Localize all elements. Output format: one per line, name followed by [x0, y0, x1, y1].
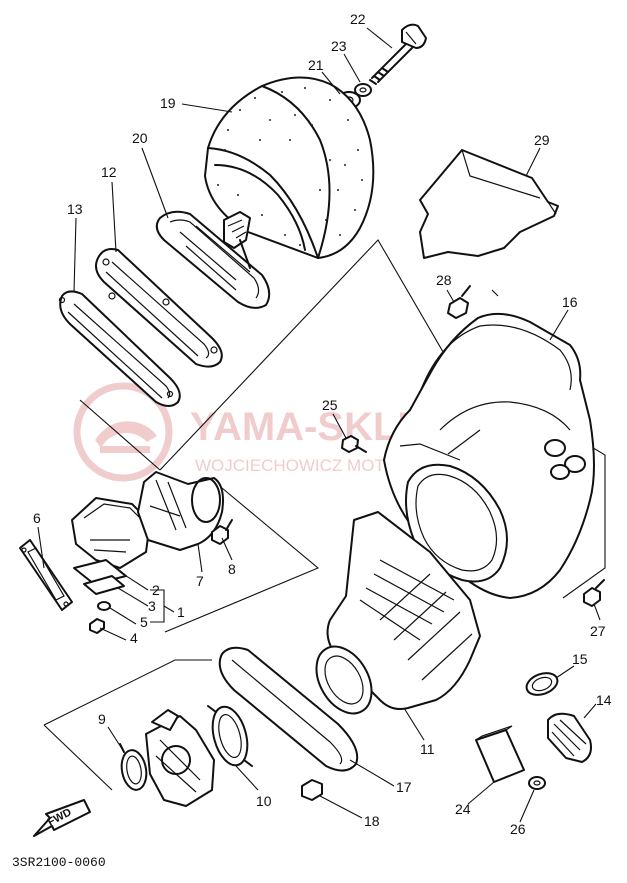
part-28-bolt	[447, 285, 471, 319]
part-1-reed-valve-assembly	[71, 497, 151, 569]
callout-7: 7	[196, 573, 204, 589]
callout-29: 29	[534, 132, 550, 148]
callout-17: 17	[396, 779, 412, 795]
part-20-filter-cage	[155, 210, 271, 309]
part-14-bellow	[547, 712, 592, 763]
part-8-bolt	[211, 519, 233, 545]
callout-27: 27	[590, 623, 606, 639]
leader-lines	[37, 27, 601, 823]
callout-8: 8	[228, 561, 236, 577]
callout-28: 28	[436, 272, 452, 288]
part-15-clamp	[525, 672, 559, 696]
callout-6: 6	[33, 510, 41, 526]
part-5-washer	[97, 601, 111, 611]
callout-23: 23	[331, 38, 347, 54]
part-22-bolt	[369, 23, 427, 85]
part-29-cover	[419, 149, 559, 259]
diagram-code: 3SR2100-0060	[12, 855, 106, 870]
part-7-manifold	[137, 471, 224, 551]
part-10-clamp	[207, 705, 253, 767]
part-4-screw	[89, 618, 105, 634]
callouts: 22 23 21 19 20 12 13 29 16 28 25 27 6 7 …	[33, 11, 612, 837]
callout-14: 14	[596, 692, 612, 708]
part-9-clamp	[119, 743, 148, 791]
part-3-reed-stopper	[83, 575, 125, 595]
callout-11: 11	[420, 741, 435, 757]
callout-26: 26	[510, 821, 526, 837]
callout-13: 13	[67, 201, 83, 217]
part-23-washer	[354, 83, 372, 97]
callout-1: 1	[177, 604, 185, 620]
callout-10: 10	[256, 793, 272, 809]
callout-19: 19	[160, 95, 176, 111]
callout-22: 22	[350, 11, 366, 27]
part-6-gasket	[19, 539, 73, 611]
callout-16: 16	[562, 294, 578, 310]
callout-20: 20	[132, 130, 148, 146]
callout-15: 15	[572, 651, 588, 667]
callout-12: 12	[101, 164, 117, 180]
callout-5: 5	[140, 614, 148, 630]
part-24-block	[475, 725, 525, 783]
part-26-washer	[528, 776, 546, 790]
part-25-screw	[341, 435, 367, 453]
callout-4: 4	[130, 630, 138, 646]
part-18-nut	[301, 779, 323, 801]
callout-2: 2	[152, 582, 160, 598]
callout-18: 18	[364, 813, 380, 829]
part-16-air-box	[383, 312, 595, 599]
carburetor	[145, 709, 215, 807]
callout-3: 3	[148, 598, 156, 614]
part-27-bolt	[583, 579, 605, 607]
part-12-filter-plate	[95, 248, 223, 368]
callout-24: 24	[455, 801, 471, 817]
part-19-foam-filter	[204, 76, 375, 259]
part-11-intake-boot	[315, 511, 481, 715]
forward-direction-arrow: FWD	[33, 799, 91, 837]
callout-25: 25	[322, 397, 338, 413]
callout-9: 9	[98, 711, 106, 727]
part-13-gasket	[58, 290, 181, 407]
watermark-logo	[73, 382, 173, 482]
callout-21: 21	[308, 57, 324, 73]
